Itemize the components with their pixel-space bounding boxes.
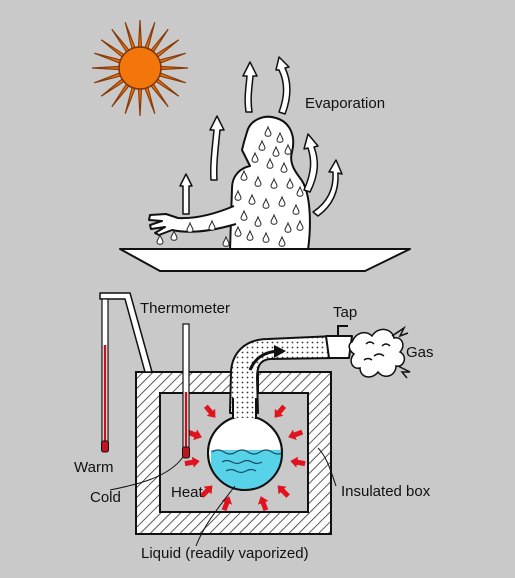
thermometer-stand	[99, 292, 153, 373]
sweat-drop	[234, 189, 242, 201]
sweat-drop	[248, 193, 256, 205]
sweat-drop	[240, 169, 248, 181]
heat-arrow	[203, 404, 216, 418]
sun-ray	[91, 65, 122, 71]
sweat-drop	[262, 197, 270, 209]
insulated-box-label: Insulated box	[341, 483, 431, 500]
sweat-drop	[296, 185, 304, 197]
sweat-drop	[186, 221, 194, 233]
heat-arrow	[186, 429, 202, 441]
heat-arrow	[277, 485, 290, 498]
sweat-drop	[264, 125, 272, 137]
sun-icon	[91, 19, 189, 117]
evaporation-label: Evaporation	[305, 95, 385, 112]
sun-ray	[156, 52, 186, 65]
sweat-drop	[286, 177, 294, 189]
sweat-drop	[170, 229, 178, 241]
sweat-drop	[246, 229, 254, 241]
sweat-drop	[292, 203, 300, 215]
tap-valve	[325, 325, 353, 359]
sun-ray	[143, 22, 156, 52]
sweat-drop	[284, 221, 292, 233]
gas-cloud	[348, 325, 411, 379]
sun-ray	[94, 71, 124, 84]
heat-arrow	[274, 404, 287, 418]
sweat-drop	[222, 235, 230, 247]
heat-arrow	[288, 429, 304, 441]
sweat-drop	[272, 145, 280, 157]
warm-thermometer	[101, 298, 109, 453]
sweat-drop	[240, 209, 248, 221]
round-bottom-flask	[207, 398, 283, 491]
heat-label: Heat	[171, 484, 204, 501]
sweat-drop	[280, 161, 288, 173]
thermometer-label: Thermometer	[140, 300, 230, 317]
tap-label: Tap	[333, 304, 357, 321]
sun-ray	[158, 65, 189, 71]
leader-lines	[109, 447, 337, 547]
cold-thermometer	[182, 323, 190, 459]
sweat-drop	[254, 175, 262, 187]
sweat-drop	[270, 177, 278, 189]
sweat-drop	[278, 195, 286, 207]
heat-arrow	[200, 485, 213, 498]
sun-ray	[124, 22, 137, 52]
cold-label: Cold	[90, 489, 121, 506]
sweat-drop	[234, 225, 242, 237]
warm-label: Warm	[74, 459, 113, 476]
heat-arrow	[257, 496, 269, 512]
liquid-label: Liquid (readily vaporized)	[141, 545, 309, 562]
boat-hull	[119, 248, 411, 272]
sun-ray	[94, 52, 124, 65]
sweat-drop	[208, 219, 216, 231]
sun-ray	[156, 71, 186, 84]
sweat-drop	[284, 143, 292, 155]
sweat-drop	[251, 151, 259, 163]
sweat-drop	[266, 157, 274, 169]
sweat-drop	[270, 213, 278, 225]
sweat-drop	[156, 233, 164, 245]
heat-arrows	[184, 404, 306, 512]
sweat-drop	[296, 219, 304, 231]
sweat-drop	[254, 215, 262, 227]
sun-ray	[137, 86, 143, 117]
sun-ray	[137, 19, 143, 50]
sweat-drop	[278, 235, 286, 247]
heat-arrow	[290, 456, 306, 468]
sweat-drop	[276, 131, 284, 143]
sun-ray	[124, 84, 137, 114]
sweating-person-figure	[148, 115, 311, 251]
heat-arrow	[184, 456, 200, 468]
gas-label: Gas	[406, 344, 434, 361]
sun-ray	[143, 84, 156, 114]
sweat-drop	[258, 139, 266, 151]
evaporation-arrows	[179, 56, 343, 217]
sweat-drop	[262, 231, 270, 243]
